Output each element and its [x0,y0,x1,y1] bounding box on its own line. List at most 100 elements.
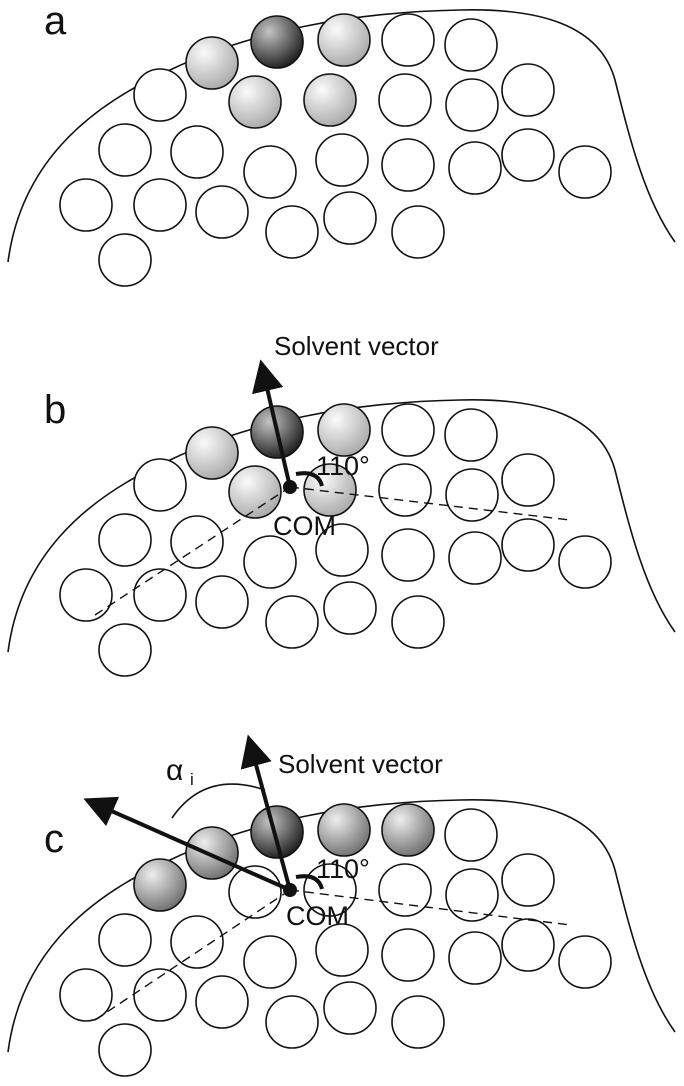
plane-dashed-line-c-left [94,889,291,1021]
alpha-label-c: α [166,754,183,787]
atom-a-16 [315,133,369,187]
atom-a-11 [98,123,152,177]
atom-a-22 [501,128,555,182]
atom-b-9 [444,408,498,462]
atom-c-24 [323,981,377,1035]
protein-surface-outline-c [7,799,676,1053]
atom-b-22 [501,518,555,572]
atom-a-21 [448,141,502,195]
atom-c-11 [98,913,152,967]
atom-b-18 [445,468,499,522]
alpha-subscript-c: i [190,770,194,789]
solvent-vector-label-c: Solvent vector [278,749,443,779]
panel-letter-b: b [44,388,66,432]
alpha-angle-arc-c [171,783,266,819]
atom-a-14-light [303,73,357,127]
atom-group-b [59,403,612,677]
atom-b-21 [448,531,502,585]
atom-a-24 [323,191,377,245]
panel-b: b Solvent vector 110° COM [7,331,676,677]
atom-c-10-medium [133,858,187,912]
atom-a-0 [98,233,152,287]
atom-c-8-medium [381,803,435,857]
atom-group-c [59,803,612,1077]
atom-b-10 [133,458,187,512]
panel-letter-c: c [44,817,64,861]
protein-surface-outline-b [7,399,676,653]
solvent-vector-arrow-b [252,359,292,488]
atom-c-9 [444,808,498,862]
atom-c-5-medium [185,826,239,880]
atom-c-2 [133,968,187,1022]
panel-a: a [7,0,676,287]
atom-a-23 [558,145,612,199]
atom-b-1 [59,568,113,622]
com-label-c: COM [286,901,349,931]
atom-b-7-light [317,403,371,457]
atom-a-10 [133,68,187,122]
atom-b-16 [315,523,369,577]
atom-c-1 [59,968,113,1022]
protein-surface-outline-a [7,9,676,263]
atom-c-0 [98,1023,152,1077]
atom-a-18 [445,78,499,132]
angle-label-c: 110° [316,854,370,884]
atom-c-22 [501,918,555,972]
atom-b-0 [98,623,152,677]
panel-c: c Solvent vector 110° COM α i [7,734,676,1077]
solvent-vector-label-b: Solvent vector [274,331,439,361]
atom-c-7-medium [317,803,371,857]
atom-c-12 [170,915,224,969]
atom-a-1 [59,178,113,232]
atom-a-2 [133,178,187,232]
atom-a-6-dark [250,15,304,69]
atom-b-25 [391,595,445,649]
atom-c-23 [558,935,612,989]
atom-b-4 [265,595,319,649]
atom-group-a [59,13,612,287]
atom-c-17 [378,863,432,917]
atom-a-3 [195,185,249,239]
atom-c-21 [448,931,502,985]
plane-dashed-line-c-right [289,889,571,926]
angle-label-b: 110° [316,451,370,481]
atom-c-18 [445,868,499,922]
atom-b-11 [98,513,152,567]
com-point-c [283,883,297,897]
com-label-b: COM [273,511,336,541]
atom-c-6-dark [250,805,304,859]
atom-b-20 [381,528,435,582]
atom-b-23 [558,535,612,589]
atom-c-14 [303,863,357,917]
atom-vector-arrow-c [83,796,291,892]
atom-a-25 [391,205,445,259]
atom-a-17 [378,73,432,127]
atom-c-15 [243,935,297,989]
atom-b-24 [323,581,377,635]
atom-a-4 [265,205,319,259]
atom-c-19 [501,853,555,907]
atom-a-5-light [185,36,239,90]
atom-c-4 [265,995,319,1049]
atom-a-15 [243,145,297,199]
atom-c-3 [195,975,249,1029]
atom-a-19 [501,63,555,117]
angle-arc-b [295,471,324,487]
atom-b-3 [195,575,249,629]
atom-b-19 [501,453,555,507]
solvent-vector-arrow-c [240,734,292,891]
atom-c-25 [391,995,445,1049]
angle-arc-c [295,874,324,890]
atom-b-2 [133,568,187,622]
atom-a-9 [444,18,498,72]
atom-c-16 [315,923,369,977]
panel-letter-a: a [44,0,67,43]
atom-c-20 [381,928,435,982]
atom-a-12 [170,125,224,179]
atom-a-13-light [228,75,282,129]
com-point-b [283,480,297,494]
atom-a-7-light [317,13,371,67]
plane-dashed-line-b-right [289,486,571,521]
atom-a-8 [381,13,435,67]
